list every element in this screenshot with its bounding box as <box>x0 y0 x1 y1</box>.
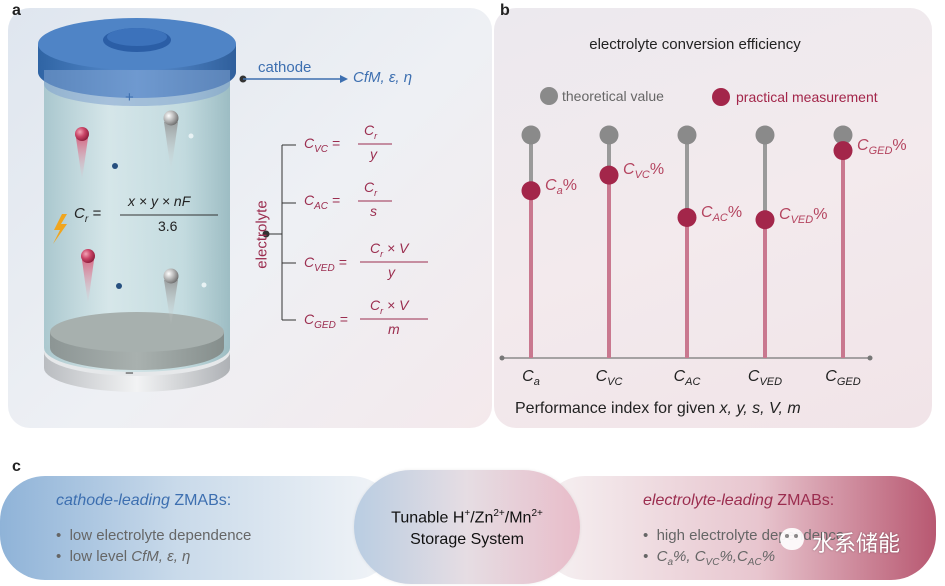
center-text-line2: Storage System <box>410 531 524 548</box>
formula-ved-denom: y <box>388 264 395 280</box>
electrolyte-bullet-2: • Ca%, CVC%,CAC% <box>643 548 776 568</box>
x-tick-label: Ca <box>522 368 540 389</box>
theoretical-point <box>833 125 853 145</box>
center-text-line1: Tunable H+/Zn2+/Mn2+ <box>391 508 543 527</box>
panel-label-a: a <box>12 2 21 19</box>
formula-ved-numer: Cr × V <box>370 240 409 259</box>
practical-point <box>599 165 619 185</box>
electrolyte-label: electrolyte <box>253 200 271 269</box>
practical-point <box>755 210 775 230</box>
plus-sign: + <box>125 89 134 106</box>
cathode-bullet-2: • low level CfM, ε, η <box>56 548 191 565</box>
legend-practical-label: practical measurement <box>736 89 878 105</box>
bottom-electrode-top <box>50 312 224 352</box>
theoretical-point <box>677 125 697 145</box>
cathode-terminal-top <box>107 28 167 46</box>
capacity-numerator: x × y × nF <box>128 193 191 209</box>
cathode-leading-panel <box>0 476 396 580</box>
battery-illustration <box>38 18 428 392</box>
minus-sign: − <box>125 365 134 382</box>
cathode-leading-title: cathode-leading ZMABs: <box>56 492 232 509</box>
formula-vc-denom: y <box>370 146 377 162</box>
wechat-icon <box>780 528 804 550</box>
cathode-params: CfM, ε, η <box>353 69 413 86</box>
x-tick-label: CVED <box>747 368 783 389</box>
panel-label-b: b <box>500 2 510 19</box>
capacity-lhs: Cr = <box>74 205 102 225</box>
practical-point-label: CAC% <box>701 203 743 224</box>
practical-point-label: CGED% <box>857 136 907 157</box>
x-tick-label: CGED <box>825 368 861 389</box>
legend-practical-marker <box>712 88 730 106</box>
formula-ged-numer: Cr × V <box>370 297 409 316</box>
formula-ac-lhs: CAC = <box>304 192 341 212</box>
cathode-label: cathode <box>258 59 312 76</box>
practical-point-label: CVED% <box>779 205 828 226</box>
glass-body <box>44 50 230 372</box>
legend-theoretical-label: theoretical value <box>562 88 664 104</box>
theoretical-point <box>755 125 775 145</box>
chart-title: electrolyte conversion efficiency <box>589 36 801 53</box>
watermark-text: 水系储能 <box>812 532 901 557</box>
ion-grey-2 <box>163 268 179 326</box>
formula-ved-lhs: CVED = <box>304 254 347 274</box>
practical-point-label: Ca% <box>545 176 577 197</box>
x-tick-label: CVC <box>595 368 623 389</box>
small-ion <box>112 163 118 169</box>
chart-xlabel: Performance index for given x, y, s, V, … <box>515 400 801 417</box>
ion-red-2 <box>81 249 95 304</box>
small-ion <box>188 133 194 139</box>
cathode-arrow-head <box>340 75 348 83</box>
formula-ged-lhs: CGED = <box>304 311 348 331</box>
small-ion <box>116 283 122 289</box>
practical-point <box>833 141 853 161</box>
practical-point <box>677 208 697 228</box>
x-tick-label: CAC <box>673 368 701 389</box>
electrolyte-leading-panel <box>540 476 936 580</box>
theoretical-point <box>599 125 619 145</box>
panel-label-c: c <box>12 458 21 475</box>
practical-point <box>521 181 541 201</box>
chart-svg <box>499 87 873 361</box>
cathode-bullet-1: • low electrolyte dependence <box>56 527 252 544</box>
theoretical-point <box>521 125 541 145</box>
formula-ged-denom: m <box>388 321 400 337</box>
practical-point-label: CVC% <box>623 161 665 182</box>
cathode-cap-lip <box>44 70 230 106</box>
formula-vc-numer: Cr <box>364 122 378 141</box>
formula-vc-lhs: CVC = <box>304 135 341 155</box>
electrolyte-leading-title: electrolyte-leading ZMABs: <box>643 492 835 509</box>
formula-ac-denom: s <box>370 203 377 219</box>
small-ion <box>201 282 207 288</box>
ion-red-1 <box>75 127 89 180</box>
lightning-icon <box>53 214 67 244</box>
ion-grey-1 <box>163 110 179 172</box>
x-axis-end <box>499 355 505 361</box>
x-axis-end <box>867 355 873 361</box>
formula-ac-numer: Cr <box>364 179 378 198</box>
center-storage-panel <box>354 470 580 584</box>
legend-theoretical-marker <box>540 87 558 105</box>
capacity-denominator: 3.6 <box>158 218 178 234</box>
